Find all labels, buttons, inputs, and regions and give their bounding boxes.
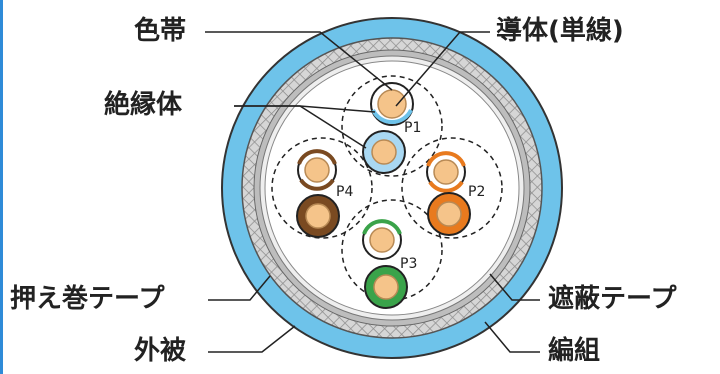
pair-label-p3: P3 <box>400 256 417 272</box>
pair-p3-wires <box>362 219 408 309</box>
left-edge-bar <box>0 0 3 374</box>
label-jacket: 外被 <box>134 336 187 366</box>
label-binder-tape: 押え巻テープ <box>10 284 165 314</box>
label-conductor: 導体(単線) <box>496 16 624 46</box>
leader-braid <box>484 321 540 353</box>
label-insulation: 絶縁体 <box>104 90 183 120</box>
leader-jacket <box>208 325 296 353</box>
leader-binder-tape <box>208 275 271 301</box>
leader-insulation-b <box>234 105 367 149</box>
leader-shield-tape <box>489 273 540 301</box>
pair-label-p4: P4 <box>336 184 353 200</box>
pair-p4-boundary <box>271 137 373 239</box>
pair-p1-wires <box>362 82 414 174</box>
pair-p1-boundary <box>341 75 443 177</box>
pair-p4-wires <box>296 149 340 238</box>
leader-lines <box>205 31 540 353</box>
pair-label-p2: P2 <box>468 184 485 200</box>
leader-color-band <box>205 31 393 91</box>
pair-p2-wires <box>426 151 471 236</box>
leader-conductor <box>395 31 490 107</box>
pair-p2-boundary <box>401 137 503 239</box>
label-shield-tape: 遮蔽テープ <box>548 284 677 314</box>
label-color-band: 色帯 <box>134 16 187 46</box>
pair-p3-boundary <box>341 199 443 301</box>
label-braid: 編組 <box>548 336 601 366</box>
pair-label-p1: P1 <box>404 120 421 136</box>
